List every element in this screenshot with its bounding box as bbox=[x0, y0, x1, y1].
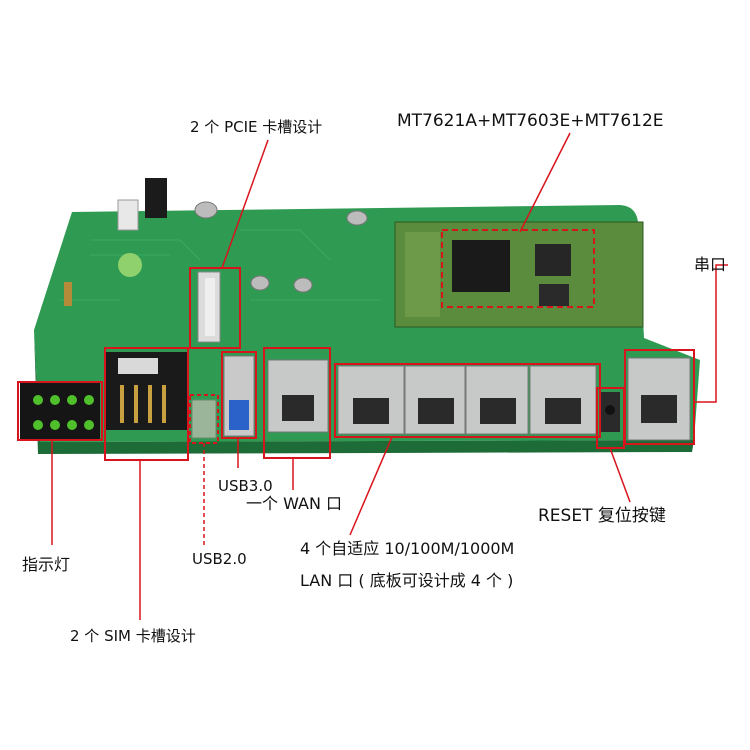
label-usb2: USB2.0 bbox=[192, 550, 247, 568]
leader-chips bbox=[519, 132, 571, 233]
leader-serial bbox=[694, 264, 728, 403]
label-lan-line1: 4 个自适应 10/100M/1000M bbox=[300, 539, 515, 558]
power-connector bbox=[117, 199, 139, 231]
leader-reset bbox=[609, 447, 631, 503]
pcb-shadow bbox=[34, 330, 694, 454]
leader-lan bbox=[349, 436, 393, 536]
sim-slot bbox=[106, 352, 188, 430]
reset-button bbox=[600, 392, 620, 432]
callout-box-usb3 bbox=[221, 351, 257, 439]
led-indicator-block bbox=[20, 382, 100, 440]
pcie-slot-pair bbox=[197, 271, 221, 343]
leader-pcie bbox=[221, 139, 269, 269]
callout-box-indicator bbox=[17, 381, 103, 441]
pcb-sticker bbox=[118, 253, 142, 277]
rj45-ports bbox=[267, 357, 691, 441]
callout-box-serial bbox=[624, 349, 695, 445]
label-lan-line2: LAN 口 ( 底板可设计成 4 个 ) bbox=[300, 571, 514, 590]
callout-box-wan bbox=[263, 347, 331, 459]
label-sim: 2 个 SIM 卡槽设计 bbox=[70, 627, 196, 645]
label-wan: 一个 WAN 口 bbox=[246, 494, 343, 513]
usb3-port bbox=[223, 355, 255, 437]
label-serial: 串口 bbox=[694, 255, 727, 274]
label-indicator: 指示灯 bbox=[22, 555, 71, 574]
callout-box-usb2 bbox=[189, 394, 219, 444]
label-reset: RESET 复位按键 bbox=[538, 506, 666, 526]
callout-box-pcie bbox=[189, 267, 241, 349]
callout-box-lan bbox=[334, 363, 601, 438]
core-module bbox=[394, 221, 644, 328]
capacitors bbox=[194, 201, 368, 293]
antenna-post bbox=[64, 282, 72, 306]
callout-box-reset bbox=[596, 387, 625, 449]
label-chips: MT7621A+MT7603E+MT7612E bbox=[397, 111, 664, 131]
usb2-port bbox=[191, 399, 217, 439]
label-usb3: USB3.0 bbox=[218, 477, 273, 495]
power-jack bbox=[145, 178, 167, 218]
callout-box-chips bbox=[441, 229, 595, 308]
callout-box-sim bbox=[104, 347, 189, 461]
label-pcie: 2 个 PCIE 卡槽设计 bbox=[190, 118, 323, 136]
